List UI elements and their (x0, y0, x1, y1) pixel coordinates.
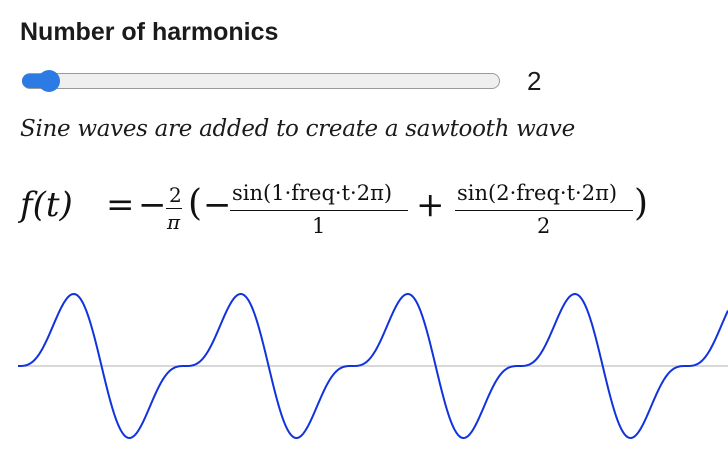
term1-numerator: sin(1·freq·t·2π) (232, 181, 393, 205)
harmonics-label: Number of harmonics (20, 18, 279, 46)
coefficient-numerator: 2 (169, 183, 182, 207)
harmonics-slider[interactable] (22, 70, 500, 92)
open-paren: ( (188, 183, 203, 224)
formula: f(t) = − 2 π ( − sin(1·freq·t·2π) 1 + si… (20, 175, 680, 255)
term2-numerator: sin(2·freq·t·2π) (457, 181, 618, 205)
formula-equals: = (106, 185, 135, 225)
inner-minus: − (203, 185, 232, 225)
close-paren: ) (634, 183, 649, 224)
term2-denominator: 2 (537, 214, 551, 238)
sawtooth-wave (18, 292, 728, 440)
caption: Sine waves are added to create a sawtoot… (20, 116, 575, 142)
slider-value: 2 (527, 66, 542, 96)
slider-track[interactable] (22, 73, 500, 89)
slider-thumb[interactable] (37, 70, 60, 92)
formula-plus: + (416, 185, 445, 225)
term1-denominator: 1 (312, 214, 326, 238)
formula-lhs: f(t) (20, 185, 73, 225)
waveform-plot (18, 292, 728, 440)
coefficient-denominator: π (167, 210, 181, 234)
formula-minus: − (138, 185, 167, 225)
